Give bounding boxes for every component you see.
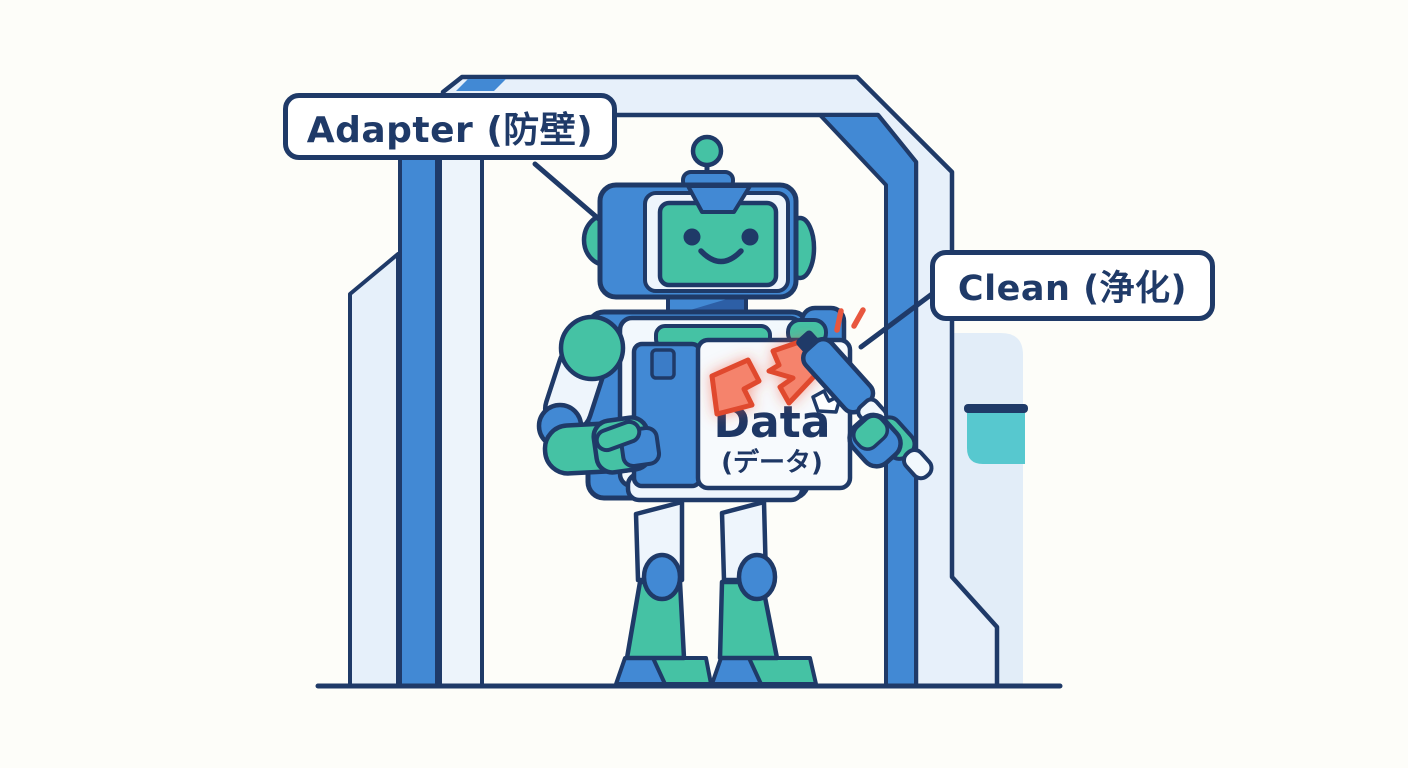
adapter-pointer-line bbox=[532, 161, 603, 223]
label-clean: Clean (浄化) bbox=[930, 250, 1215, 321]
label-adapter-text: Adapter (防壁) bbox=[306, 109, 594, 151]
eye-left bbox=[683, 228, 701, 246]
gate-top-band-accent bbox=[456, 79, 506, 91]
security-gate bbox=[348, 74, 1028, 689]
smile bbox=[698, 248, 744, 265]
cleaning-tool bbox=[796, 330, 934, 481]
robot-left-shoulder bbox=[558, 314, 626, 382]
label-clean-text: Clean (浄化) bbox=[957, 269, 1188, 309]
gate-left-pale-bar bbox=[438, 113, 484, 688]
data-box-subtitle: (データ) bbox=[721, 447, 823, 478]
robot-right-fingers bbox=[851, 414, 890, 451]
head-visor bbox=[686, 184, 752, 214]
antenna-ball bbox=[690, 134, 724, 168]
clean-pointer-line bbox=[858, 288, 939, 350]
gate-left-blue-bar bbox=[398, 113, 439, 688]
robot-mascot: Data (データ) bbox=[536, 134, 853, 686]
gate-sensor-panel bbox=[967, 412, 1025, 464]
gate-sensor-bar bbox=[964, 404, 1028, 413]
gate-left-outer-panel bbox=[348, 252, 400, 688]
robot-head bbox=[581, 134, 817, 300]
robot-left-hand bbox=[591, 415, 662, 475]
label-adapter: Adapter (防壁) bbox=[283, 93, 617, 160]
alert-sparks bbox=[834, 307, 866, 333]
data-box-tab bbox=[650, 348, 676, 380]
robot-legs bbox=[614, 499, 818, 686]
face-screen bbox=[657, 200, 779, 288]
eye-right bbox=[741, 228, 759, 246]
tool-cap bbox=[901, 447, 934, 481]
